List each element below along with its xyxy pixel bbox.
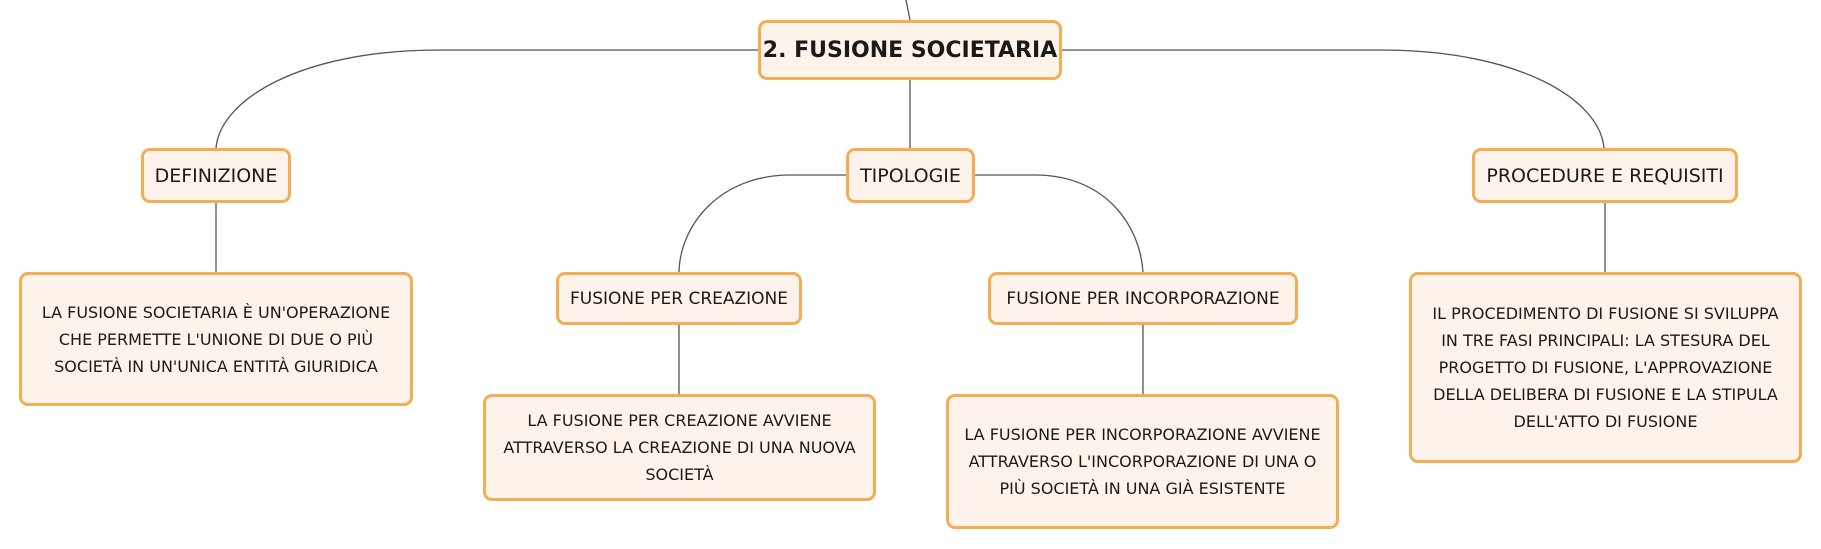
- detail-line: SOCIETÀ IN UN'UNICA ENTITÀ GIURIDICA: [54, 356, 378, 376]
- detail-line: PROGETTO DI FUSIONE, L'APPROVAZIONE: [1438, 358, 1773, 377]
- detail-line: CHE PERMETTE L'UNIONE DI DUE O PIÙ: [58, 329, 374, 349]
- root-node[interactable]: 2. FUSIONE SOCIETARIA: [758, 20, 1062, 80]
- subtopic-fusione-per-incorporazione[interactable]: FUSIONE PER INCORPORAZIONE: [988, 272, 1298, 325]
- connector-incoming: [905, 0, 911, 21]
- detail-line: SOCIETÀ: [645, 465, 714, 484]
- topic-procedure-e-requisiti[interactable]: PROCEDURE E REQUISITI: [1472, 148, 1738, 203]
- detail-line: LA FUSIONE PER CREAZIONE AVVIENE: [527, 411, 832, 430]
- root-label: 2. FUSIONE SOCIETARIA: [762, 37, 1058, 63]
- detail-line: IN TRE FASI PRINCIPALI: LA STESURA DEL: [1441, 331, 1770, 350]
- detail-creazione[interactable]: LA FUSIONE PER CREAZIONE AVVIENE ATTRAVE…: [483, 394, 876, 501]
- detail-line: DELL'ATTO DI FUSIONE: [1513, 412, 1698, 431]
- detail-procedure-text: IL PROCEDIMENTO DI FUSIONE SI SVILUPPA I…: [1432, 300, 1778, 435]
- topic-procedure-label: PROCEDURE E REQUISITI: [1486, 164, 1724, 187]
- topic-definizione-label: DEFINIZIONE: [154, 164, 278, 187]
- detail-line: IL PROCEDIMENTO DI FUSIONE SI SVILUPPA: [1432, 304, 1779, 323]
- connector-root-procedure: [1062, 49, 1605, 149]
- detail-incorporazione[interactable]: LA FUSIONE PER INCORPORAZIONE AVVIENE AT…: [946, 394, 1339, 529]
- detail-line: DELLA DELIBERA DI FUSIONE E LA STIPULA: [1433, 385, 1778, 404]
- detail-definizione[interactable]: LA FUSIONE SOCIETARIA È UN'OPERAZIONE CH…: [19, 272, 413, 406]
- detail-line: LA FUSIONE SOCIETARIA È UN'OPERAZIONE: [41, 302, 391, 322]
- detail-line: ATTRAVERSO LA CREAZIONE DI UNA NUOVA: [503, 438, 856, 457]
- subtopic-incorporazione-label: FUSIONE PER INCORPORAZIONE: [1006, 288, 1280, 309]
- topic-tipologie[interactable]: TIPOLOGIE: [846, 148, 975, 203]
- topic-tipologie-label: TIPOLOGIE: [860, 164, 961, 187]
- detail-procedure[interactable]: IL PROCEDIMENTO DI FUSIONE SI SVILUPPA I…: [1409, 272, 1802, 463]
- detail-creazione-text: LA FUSIONE PER CREAZIONE AVVIENE ATTRAVE…: [503, 407, 855, 488]
- detail-incorporazione-text: LA FUSIONE PER INCORPORAZIONE AVVIENE AT…: [964, 421, 1320, 502]
- subtopic-fusione-per-creazione[interactable]: FUSIONE PER CREAZIONE: [556, 272, 802, 325]
- detail-line: ATTRAVERSO L'INCORPORAZIONE DI UNA O: [968, 452, 1317, 471]
- detail-line: PIÙ SOCIETÀ IN UNA GIÀ ESISTENTE: [999, 479, 1286, 498]
- detail-line: LA FUSIONE PER INCORPORAZIONE AVVIENE: [964, 425, 1321, 444]
- detail-definizione-text: LA FUSIONE SOCIETARIA È UN'OPERAZIONE CH…: [42, 299, 390, 380]
- connector-root-definizione: [215, 49, 758, 149]
- connector-tipologie-creazione: [678, 174, 846, 273]
- subtopic-creazione-label: FUSIONE PER CREAZIONE: [569, 288, 789, 309]
- topic-definizione[interactable]: DEFINIZIONE: [141, 148, 291, 203]
- connector-tipologie-incorporazione: [975, 174, 1144, 273]
